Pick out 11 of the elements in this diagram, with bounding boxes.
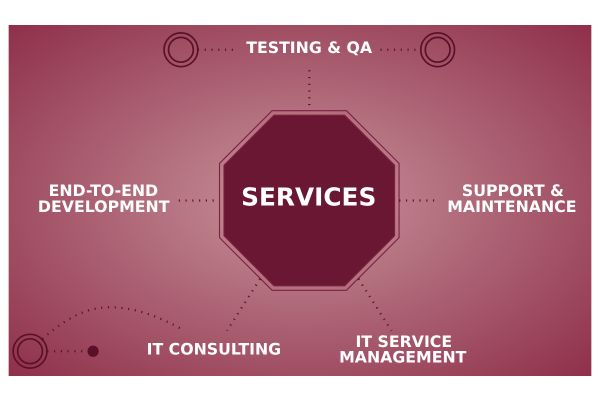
connector [226,278,261,331]
node-text: TESTING & QA [246,37,372,56]
node-circle [163,32,199,67]
node-text: IT CONSULTING [146,338,282,358]
node-circle [87,345,99,356]
node-circle [12,333,48,368]
node-text: IT SERVICE MANAGEMENT [339,331,466,366]
node-text: SUPPORT & MAINTENANCE [447,180,576,216]
node-circle [420,32,456,67]
connector [358,278,392,331]
node-text: END-TO-END DEVELOPMENT [38,180,170,216]
